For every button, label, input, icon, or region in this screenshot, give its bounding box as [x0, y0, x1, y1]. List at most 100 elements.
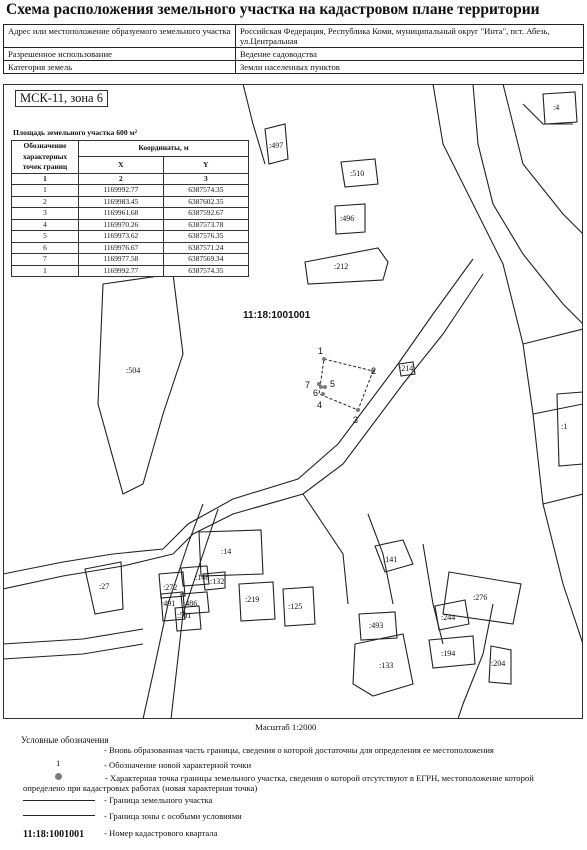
parcel-label: :1 — [561, 422, 567, 431]
legend-item-new-boundary: - Вновь образованная часть границы, свед… — [104, 745, 494, 755]
point-y: 6387573.78 — [162, 218, 250, 231]
legend-zone-line — [23, 815, 95, 816]
road-line — [142, 503, 204, 719]
parcel-label: :204 — [491, 659, 505, 668]
area-title: Площадь земельного участка 600 м² — [13, 128, 137, 137]
parcel-label: :132 — [210, 577, 224, 586]
col-num: 2 — [78, 172, 164, 185]
parcel-272 — [158, 571, 186, 599]
point-6 — [319, 385, 323, 389]
legend-item-point-number: - Обозначение новой характерной точки — [104, 760, 252, 770]
vertex-label: 3 — [353, 415, 358, 425]
point-id: 3 — [11, 207, 79, 220]
vertex-label: 6 — [313, 388, 318, 398]
parcel-496 — [334, 203, 366, 235]
parcel-label: :504 — [126, 366, 140, 375]
parcel-label: :125 — [288, 602, 302, 611]
point-id: 1 — [11, 184, 79, 197]
parcel-label: :14 — [221, 547, 231, 556]
parcel-label: :276 — [473, 593, 487, 602]
road-line — [522, 328, 583, 345]
col-point-header: Обозначение характерных точек границ — [11, 140, 79, 174]
parcel-214 — [398, 361, 416, 377]
legend-item-parcel-boundary: - Граница земельного участка — [104, 795, 213, 805]
parcel-493 — [358, 611, 398, 641]
road-line — [532, 403, 583, 415]
road-line — [3, 548, 164, 575]
point-x: 1169961.68 — [78, 207, 164, 220]
parcel-219 — [238, 581, 276, 622]
parcel-244 — [434, 599, 470, 631]
col-x-header: X — [78, 156, 164, 174]
page-title: Схема расположения земельного участка на… — [6, 1, 540, 18]
point-2 — [371, 369, 375, 373]
road-line — [3, 643, 144, 660]
info-row-usage: Разрешенное использование Ведение садово… — [3, 47, 584, 61]
point-3 — [356, 408, 360, 412]
legend-item-quarter-number: - Номер кадастрового квартала — [104, 828, 218, 838]
point-id: 6 — [11, 241, 79, 254]
col-coords-header: Координаты, м — [78, 139, 249, 158]
vertex-label: 5 — [330, 379, 335, 389]
point-y: 6387571.24 — [162, 241, 250, 254]
road-line — [457, 603, 494, 719]
point-x: 1169976.67 — [78, 241, 164, 254]
col-y-header: Y — [162, 156, 250, 174]
road-line — [522, 103, 573, 125]
parcel-label: :27 — [99, 582, 109, 591]
parcel-label: :146 — [195, 573, 209, 582]
parcel-132 — [202, 571, 226, 591]
parcel-212 — [304, 247, 389, 285]
legend-symbol-quarter: 11:18:1001001 — [23, 829, 85, 840]
point-y: 6387574.35 — [162, 264, 250, 277]
point-id: 2 — [11, 195, 79, 208]
parcel-146 — [180, 565, 210, 587]
category-value: Земли населенных пунктов — [235, 60, 584, 74]
road-line — [3, 553, 174, 590]
point-4 — [321, 392, 325, 396]
point-y: 6387569.34 — [162, 253, 250, 266]
usage-value: Ведение садоводства — [235, 47, 584, 61]
parcel-204 — [488, 645, 512, 685]
parcel-label: :272 — [163, 583, 177, 592]
new-parcel — [318, 358, 374, 411]
parcel-label: :501 — [177, 611, 191, 620]
point-5 — [323, 385, 327, 389]
parcel-276 — [442, 571, 522, 625]
road-line — [367, 513, 394, 605]
legend-boundary-line — [23, 800, 95, 801]
scale-label: Масштаб 1:2000 — [255, 722, 317, 732]
parcel-label: :219 — [245, 595, 259, 604]
quarter-label: 11:18:1001001 — [243, 310, 311, 321]
zone-label: МСК-11, зона 6 — [15, 90, 108, 107]
parcel-4 — [542, 91, 578, 125]
legend-symbol-point-number: 1 — [56, 758, 61, 768]
road-line — [302, 493, 349, 605]
parcel-label: :491 — [161, 599, 175, 608]
parcel-label: :4 — [553, 103, 559, 112]
parcel-label: :493 — [369, 621, 383, 630]
vertex-label: 2 — [371, 366, 376, 376]
point-x: 1169977.58 — [78, 253, 164, 266]
col-num: 3 — [162, 172, 250, 185]
vertex-label: 7 — [305, 380, 310, 390]
parcel-27 — [84, 561, 124, 615]
col-num: 1 — [11, 172, 79, 185]
point-y: 6387602.35 — [162, 195, 250, 208]
point-x: 1169992.77 — [78, 184, 164, 197]
parcel-194 — [428, 635, 476, 669]
address-value: Российская Федерация, Республика Коми, м… — [235, 24, 584, 48]
parcel-label: :497 — [269, 141, 283, 150]
parcel-label: :496 — [340, 214, 354, 223]
point-id: 1 — [11, 264, 79, 277]
info-row-address: Адрес или местоположение образуемого зем… — [3, 24, 584, 48]
point-y: 6387574.35 — [162, 184, 250, 197]
legend-item-new-point: - Характерная точка границы земельного у… — [23, 773, 534, 793]
cadastral-map: :497 :510 :496 :212 :504 :14 :27 :272 :1… — [3, 84, 583, 719]
coordinates-table: Обозначение характерных точек границ Коо… — [11, 139, 250, 277]
vertex-label: 4 — [317, 400, 322, 410]
